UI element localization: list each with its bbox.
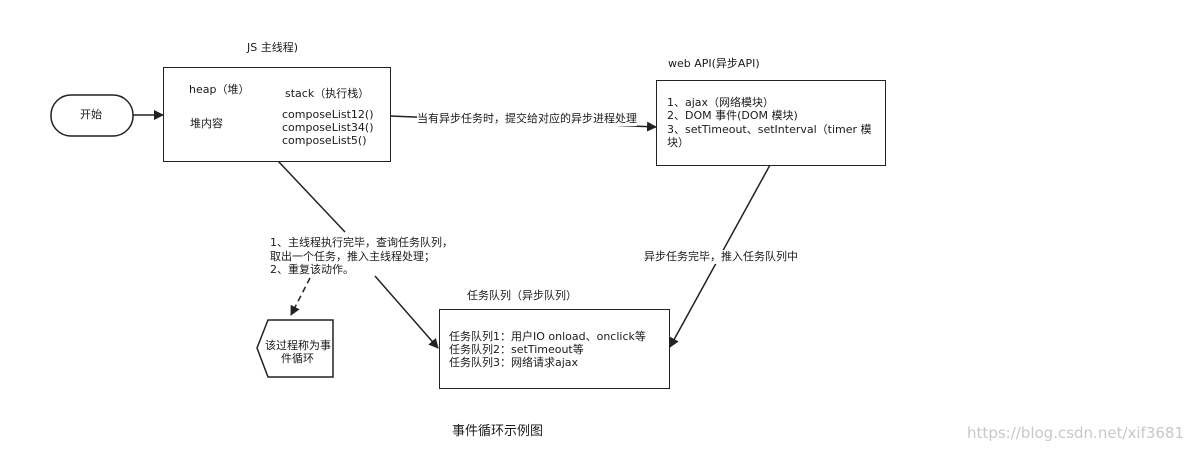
web-api-line: 2、DOM 事件(DOM 模块) (667, 109, 798, 122)
start-label: 开始 (80, 108, 102, 121)
task-queue-title: 任务队列（异步队列） (467, 289, 577, 302)
main-note-line: 2、重复该动作。 (270, 263, 354, 277)
web-api-title: web API(异步API) (668, 57, 760, 70)
task-queue-line: 任务队列2：setTimeout等 (449, 343, 584, 356)
stack-item: composeList5() (282, 134, 367, 147)
edge-note-to-queue (374, 275, 439, 349)
edge-label-submit-async: 当有异步任务时，提交给对应的异步进程处理 (417, 112, 637, 126)
stack-item: composeList12() (282, 108, 374, 121)
js-main-box (163, 67, 391, 162)
stack-item: composeList34() (282, 121, 374, 134)
main-note-line: 取出一个任务，推入主线程处理； (270, 250, 435, 264)
js-main-title: JS 主线程) (247, 41, 299, 54)
web-api-line: 块） (667, 136, 689, 149)
watermark: https://blog.csdn.net/xif3681 (967, 424, 1184, 442)
event-loop-line: 该过程称为事 (265, 339, 331, 352)
edge-note-to-eventloop (290, 277, 311, 316)
task-queue-box (439, 309, 670, 389)
task-queue-line: 任务队列1：用户IO onload、onclick等 (449, 330, 646, 343)
heap-circle-label: 堆内容 (190, 117, 223, 130)
start-node-shape (50, 94, 134, 137)
event-loop-line: 件循环 (281, 352, 314, 365)
main-note-line: 1、主线程执行完毕，查询任务队列， (270, 236, 453, 250)
web-api-line: 3、setTimeout、setInterval（timer 模 (667, 123, 872, 136)
event-loop-shape (256, 319, 334, 378)
edge-main-to-note (277, 160, 346, 233)
edge-label-async-done: 异步任务完毕，推入任务队列中 (644, 250, 798, 264)
heap-label: heap（堆） (189, 83, 250, 96)
stack-label: stack（执行栈） (285, 87, 370, 100)
diagram-caption: 事件循环示例图 (452, 424, 544, 439)
web-api-line: 1、ajax（网络模块） (667, 96, 775, 109)
web-api-box (656, 80, 886, 166)
task-queue-line: 任务队列3：网络请求ajax (449, 356, 579, 369)
